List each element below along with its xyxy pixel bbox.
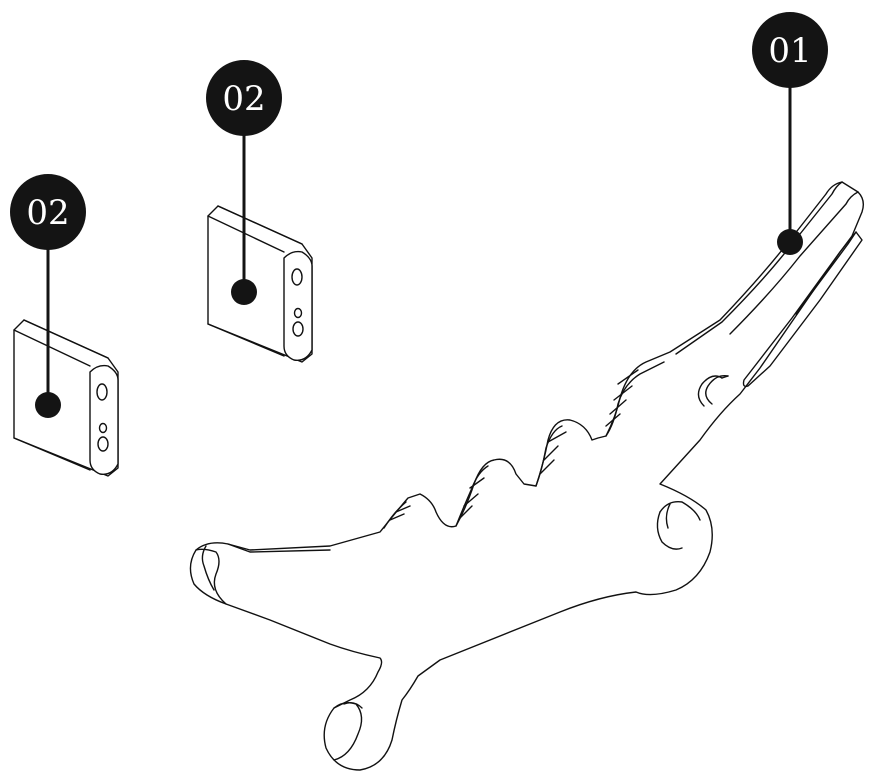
callout-02-lower: 02: [10, 174, 86, 418]
spacer-block-lower: [13, 319, 119, 477]
spacer-block-upper: [207, 205, 313, 363]
callout-02-lower-badge: [10, 174, 86, 250]
callout-01: 01: [752, 12, 828, 255]
callout-02-upper-label: 02: [222, 79, 265, 119]
callout-01-label: 01: [768, 31, 811, 71]
callout-02-upper: 02: [206, 60, 282, 305]
crocodile-plate: [189, 181, 865, 771]
callout-02-upper-badge: [206, 60, 282, 136]
callout-02-lower-label: 02: [26, 193, 69, 233]
callout-01-badge: [752, 12, 828, 88]
